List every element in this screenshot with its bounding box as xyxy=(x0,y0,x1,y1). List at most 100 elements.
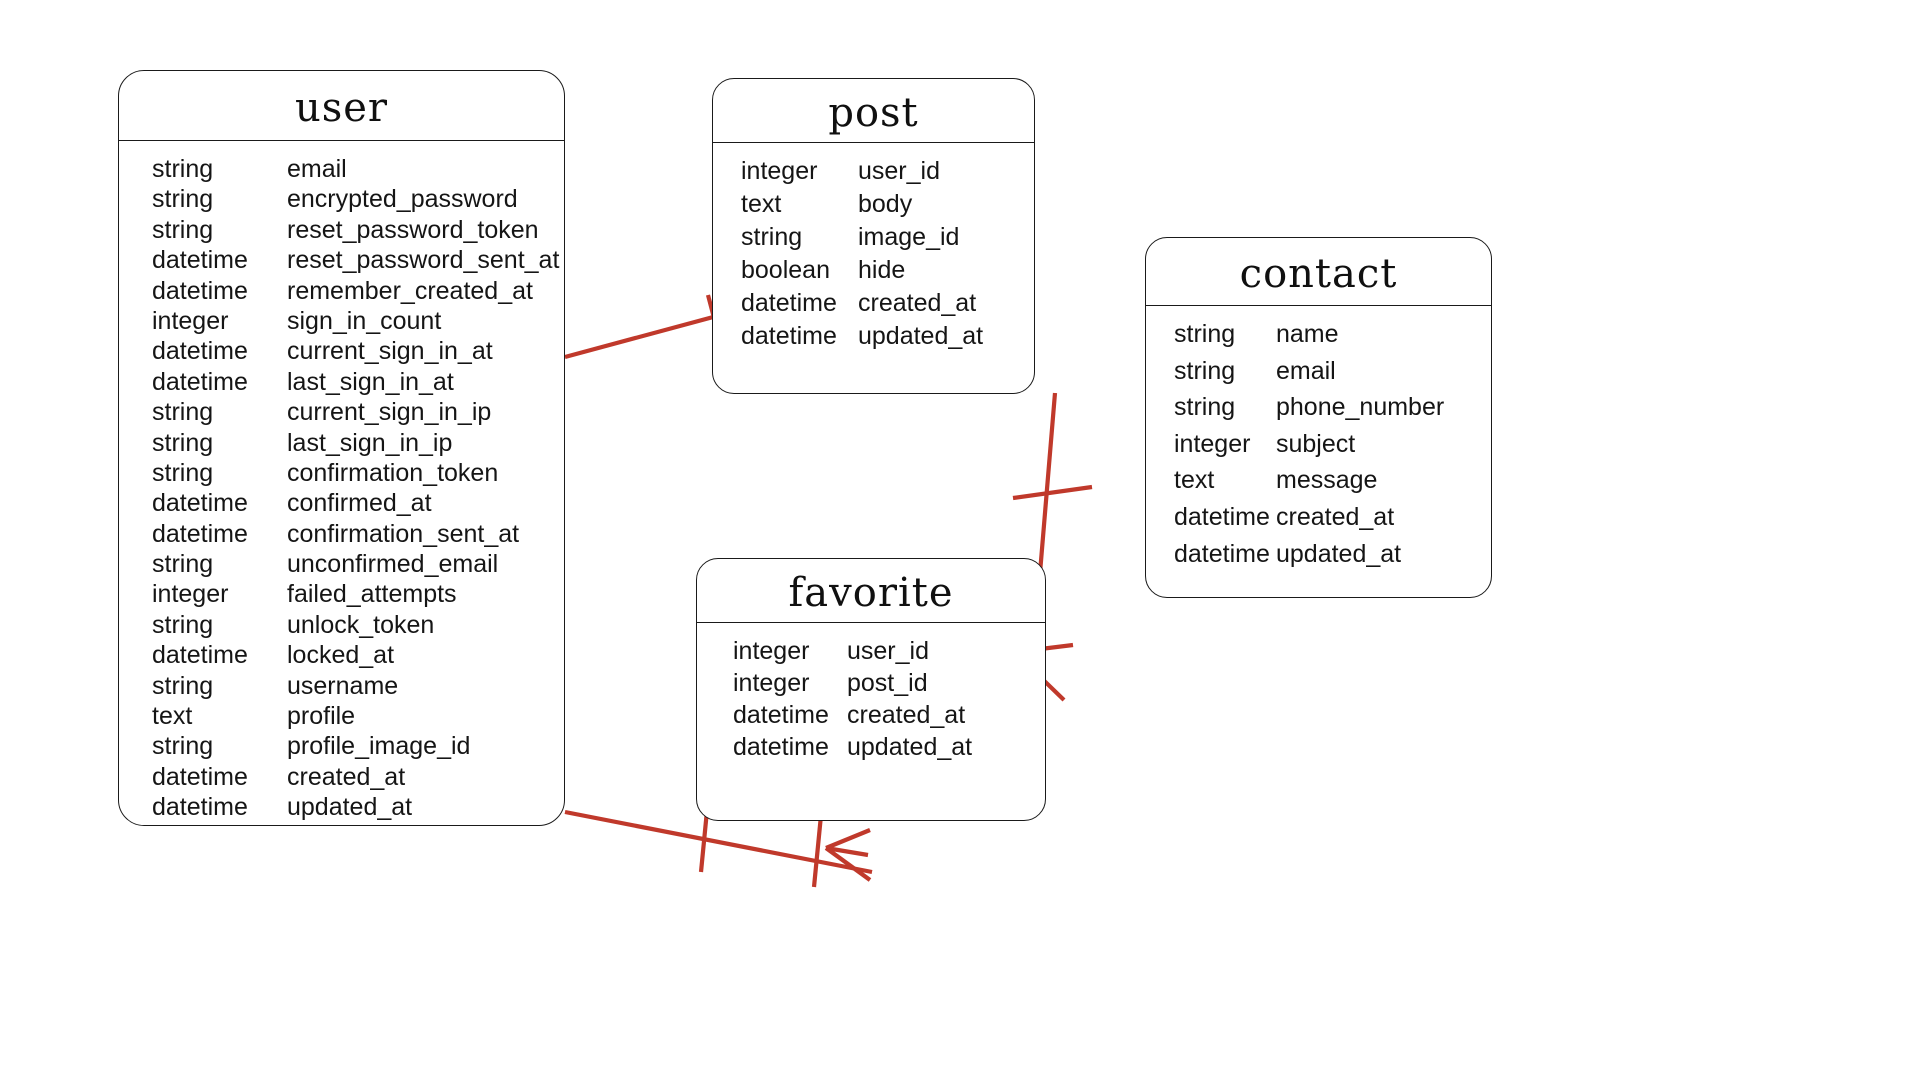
field-name: encrypted_password xyxy=(287,185,518,214)
entity-post-title: post xyxy=(713,79,1034,143)
field-row: string email xyxy=(1146,357,1491,394)
field-type: string xyxy=(152,550,214,579)
field-type: integer xyxy=(1174,429,1251,458)
field-type: text xyxy=(1174,466,1215,495)
field-type: text xyxy=(152,702,193,731)
field-type: integer xyxy=(733,669,810,697)
field-name: sign_in_count xyxy=(287,306,442,335)
field-row: string profile_image_id xyxy=(119,732,564,762)
field-name: confirmation_token xyxy=(287,458,499,487)
field-name: failed_attempts xyxy=(287,580,457,609)
field-type: integer xyxy=(152,306,229,335)
field-name: subject xyxy=(1276,429,1356,458)
field-name: image_id xyxy=(858,223,960,251)
field-name: updated_at xyxy=(858,322,984,350)
field-name: updated_at xyxy=(287,793,413,822)
field-name: confirmed_at xyxy=(287,489,432,518)
field-name: reset_password_token xyxy=(287,215,539,244)
field-type: datetime xyxy=(152,337,248,366)
field-type: string xyxy=(741,223,803,251)
field-name: updated_at xyxy=(847,733,973,761)
field-type: datetime xyxy=(1174,502,1270,531)
field-name: locked_at xyxy=(287,641,395,670)
field-name: name xyxy=(1276,320,1339,348)
field-row: string confirmation_token xyxy=(119,459,564,489)
field-name: last_sign_in_ip xyxy=(287,428,453,457)
field-type: datetime xyxy=(152,489,248,518)
field-name: user_id xyxy=(858,157,940,185)
field-name: hide xyxy=(858,256,906,284)
field-row: datetime confirmation_sent_at xyxy=(119,520,564,550)
field-row: integer post_id xyxy=(697,669,1045,701)
field-type: integer xyxy=(733,637,810,665)
field-row: string unlock_token xyxy=(119,611,564,641)
entity-user-title: user xyxy=(119,71,564,141)
field-type: string xyxy=(152,458,214,487)
field-type: datetime xyxy=(1174,539,1270,568)
field-type: datetime xyxy=(152,246,248,275)
field-type: datetime xyxy=(733,701,829,729)
field-name: confirmation_sent_at xyxy=(287,519,520,548)
field-type: datetime xyxy=(152,276,248,305)
field-type: datetime xyxy=(152,762,248,791)
field-name: body xyxy=(858,190,913,218)
field-name: reset_password_sent_at xyxy=(287,246,560,275)
field-row: string current_sign_in_ip xyxy=(119,398,564,428)
field-type: datetime xyxy=(152,793,248,822)
field-type: datetime xyxy=(152,519,248,548)
field-name: profile xyxy=(287,702,356,731)
field-name: last_sign_in_at xyxy=(287,367,454,396)
field-type: string xyxy=(1174,320,1236,348)
field-type: string xyxy=(152,732,214,761)
field-type: integer xyxy=(152,580,229,609)
field-row: string name xyxy=(1146,320,1491,357)
entity-contact-title: contact xyxy=(1146,238,1491,306)
field-type: datetime xyxy=(741,289,837,317)
field-type: string xyxy=(152,610,214,639)
field-row: string image_id xyxy=(713,223,1034,256)
field-name: email xyxy=(287,155,347,183)
field-name: created_at xyxy=(858,289,977,317)
field-type: string xyxy=(1174,393,1236,422)
field-row: string email xyxy=(119,155,564,185)
field-row: integer user_id xyxy=(713,157,1034,190)
field-name: updated_at xyxy=(1276,539,1402,568)
field-row: integer subject xyxy=(1146,430,1491,467)
field-name: current_sign_in_ip xyxy=(287,398,492,427)
field-name: email xyxy=(1276,356,1336,385)
field-name: post_id xyxy=(847,669,928,697)
entity-favorite-title: favorite xyxy=(697,559,1045,623)
field-type: datetime xyxy=(152,641,248,670)
field-name: profile_image_id xyxy=(287,732,471,761)
field-name: created_at xyxy=(287,762,406,791)
field-type: integer xyxy=(741,157,818,185)
field-type: string xyxy=(1174,356,1236,385)
field-name: current_sign_in_at xyxy=(287,337,493,366)
field-type: datetime xyxy=(733,733,829,761)
field-name: unlock_token xyxy=(287,610,435,639)
field-type: string xyxy=(152,155,214,183)
field-type: string xyxy=(152,398,214,427)
field-row: datetime reset_password_sent_at xyxy=(119,246,564,276)
